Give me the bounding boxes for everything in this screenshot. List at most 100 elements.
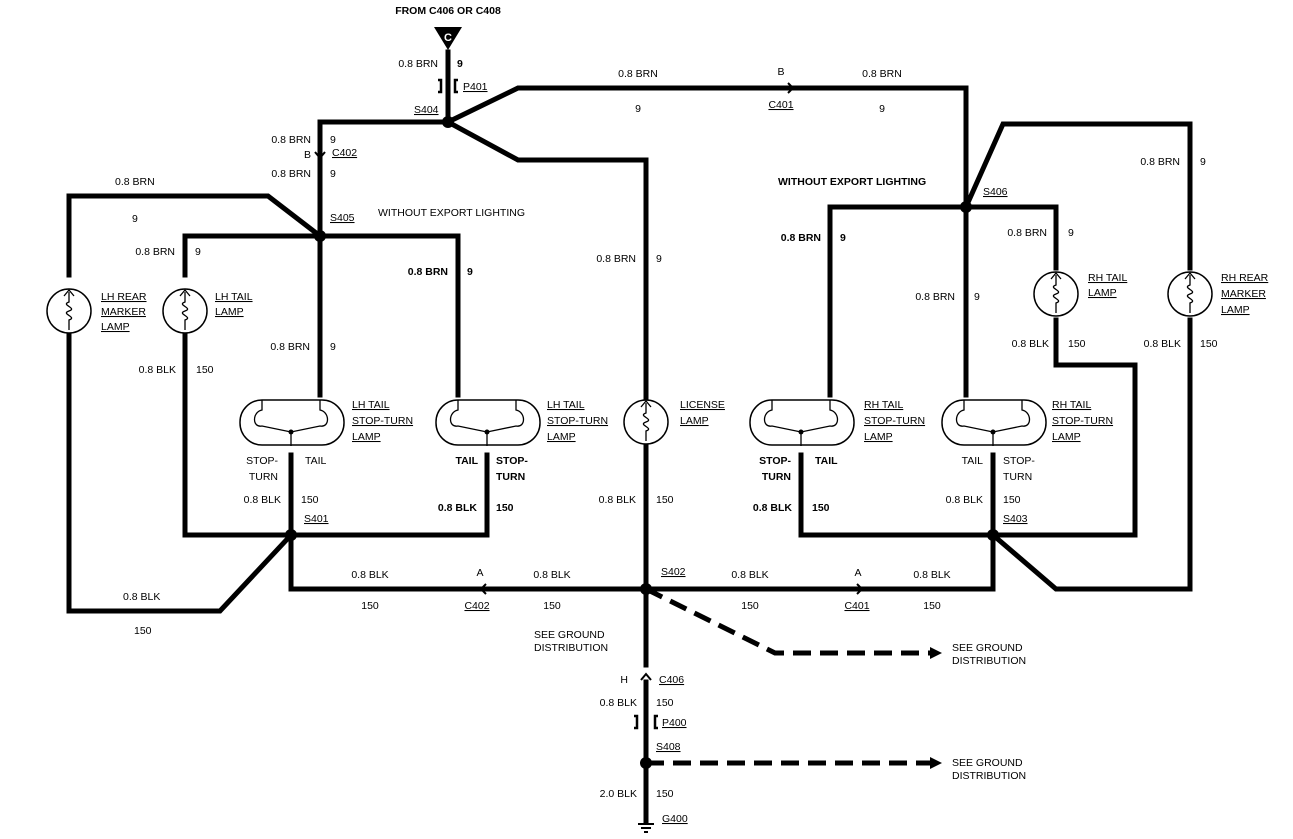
- stop-label: STOP-: [246, 455, 278, 467]
- pin-label: B: [777, 66, 784, 78]
- ground-distribution-links: [643, 586, 942, 769]
- pin-label: A: [854, 567, 861, 579]
- lh-rear-marker-label-3: LAMP: [101, 321, 130, 333]
- turn-label: TURN: [762, 471, 791, 483]
- rh-tst2-label-2: STOP-TURN: [1052, 415, 1113, 427]
- license-label-1: LICENSE: [680, 399, 725, 411]
- chevron-up-icon: [640, 672, 652, 681]
- wire-color-label: 0.8 BRN: [270, 341, 310, 353]
- circuit-number-label: 9: [330, 134, 336, 146]
- lh-tst2-label-3: LAMP: [547, 431, 576, 443]
- circuit-number-label: 150: [923, 600, 941, 612]
- splice-s402: [640, 583, 652, 595]
- circuit-number-label: 150: [812, 502, 830, 514]
- connector-label-c406: C406: [659, 674, 684, 686]
- circuit-number-label: 150: [741, 600, 759, 612]
- tail-label: TAIL: [962, 455, 984, 467]
- filament-icon: [1050, 271, 1062, 313]
- wire-rh-tail-s403: [990, 317, 1138, 538]
- wire-color-label: 0.8 BLK: [599, 494, 636, 506]
- rh-tst2-label-1: RH TAIL: [1052, 399, 1091, 411]
- rh-tst1-label-1: RH TAIL: [864, 399, 903, 411]
- splice-label-s402: S402: [661, 566, 686, 578]
- bracket-icon: [438, 78, 443, 94]
- rh-tst1-label-3: LAMP: [864, 431, 893, 443]
- arrow-icon: [930, 647, 942, 659]
- tail-label: TAIL: [455, 455, 478, 467]
- lh-tst2-label-2: STOP-TURN: [547, 415, 608, 427]
- circuit-number-label: 9: [330, 341, 336, 353]
- inline-connectors: [314, 82, 864, 681]
- wire-color-label: 0.8 BLK: [139, 364, 176, 376]
- circuit-number-label: 9: [132, 213, 138, 225]
- lh-tail-label-1: LH TAIL: [215, 291, 253, 303]
- wire-s406-rh-tail: [963, 204, 1059, 271]
- lh-tst2-label-1: LH TAIL: [547, 399, 585, 411]
- wire-color-label: 0.8 BLK: [1012, 338, 1049, 350]
- tail-label: TAIL: [815, 455, 838, 467]
- distribution-label: DISTRIBUTION: [952, 655, 1026, 667]
- bulb-icon: [749, 399, 855, 446]
- circuit-number-label: 150: [496, 502, 514, 514]
- splice-s401: [285, 529, 297, 541]
- p400-bracket: P400: [634, 714, 687, 730]
- rh-tail-lamp: [1033, 271, 1079, 317]
- from-label: FROM C406 OR C408: [395, 5, 501, 17]
- circuit-number-label: 9: [635, 103, 641, 115]
- connector-c-label: C: [444, 32, 452, 44]
- wire-lh-marker-s401: [66, 331, 295, 614]
- rh-tst1-label-2: STOP-TURN: [864, 415, 925, 427]
- chevron-down-icon: [314, 151, 326, 160]
- wire-color-label: 0.8 BRN: [398, 58, 438, 70]
- circuit-number-label: 150: [656, 788, 674, 800]
- rh-tst2-label-3: LAMP: [1052, 431, 1081, 443]
- lh-tail-stop-turn-lamp-1: [239, 399, 345, 446]
- pin-label: H: [620, 674, 628, 686]
- splice-s406: [960, 201, 972, 213]
- wire-s406-rh-tst1: [827, 204, 969, 398]
- chevron-right-icon: [787, 82, 795, 94]
- splice-s405: [314, 230, 326, 242]
- circuit-number-label: 9: [840, 232, 846, 244]
- wire-color-label: 0.8 BRN: [781, 232, 821, 244]
- license-label-2: LAMP: [680, 415, 709, 427]
- circuit-number-label: 150: [1200, 338, 1218, 350]
- circuit-number-label: 150: [543, 600, 561, 612]
- distribution-label: DISTRIBUTION: [952, 770, 1026, 782]
- bulb-icon: [941, 399, 1047, 446]
- wire-color-label: 0.8 BRN: [1007, 227, 1047, 239]
- circuit-number-label: 150: [1003, 494, 1021, 506]
- splice-label-s401: S401: [304, 513, 329, 525]
- wire-color-label: 0.8 BLK: [123, 591, 160, 603]
- wire-color-label: 0.8 BRN: [408, 266, 448, 278]
- see-ground-label: SEE GROUND: [534, 629, 605, 641]
- circuit-number-label: 9: [467, 266, 473, 278]
- wire-color-label: 0.8 BLK: [600, 697, 637, 709]
- circuit-number-label: 150: [656, 494, 674, 506]
- triangle-connector-icon: [434, 27, 462, 50]
- lh-tst1-label-2: STOP-TURN: [352, 415, 413, 427]
- wire-s405-lh-tail: [182, 233, 323, 278]
- wire-color-label: 0.8 BRN: [915, 291, 955, 303]
- wire-color-label: 0.8 BLK: [731, 569, 768, 581]
- lh-tail-lamp: [162, 288, 208, 334]
- filament-icon: [1184, 271, 1196, 313]
- rh-tail-label-1: RH TAIL: [1088, 272, 1127, 284]
- stop-label: STOP-: [496, 455, 528, 467]
- wire-rh-tst1-s403: [798, 452, 996, 538]
- license-lamp: [623, 399, 669, 445]
- wire-s402-c401-s403: [643, 532, 996, 592]
- lh-rear-marker-label-1: LH REAR: [101, 291, 147, 303]
- wire-color-label: 0.8 BLK: [753, 502, 793, 514]
- wire-lh-tst2-s401: [288, 452, 490, 538]
- wire-color-label: 0.8 BRN: [862, 68, 902, 80]
- bracket-icon: [653, 714, 658, 730]
- circuit-number-label: 150: [1068, 338, 1086, 350]
- wire-s401-c402-s402: [288, 532, 649, 592]
- bracket-icon: [453, 78, 458, 94]
- stop-label: STOP-: [759, 455, 791, 467]
- splice-label-s408: S408: [656, 741, 681, 753]
- circuit-number-label: 9: [879, 103, 885, 115]
- without-export-lighting-note: WITHOUT EXPORT LIGHTING: [378, 207, 525, 219]
- stop-label: STOP-: [1003, 455, 1035, 467]
